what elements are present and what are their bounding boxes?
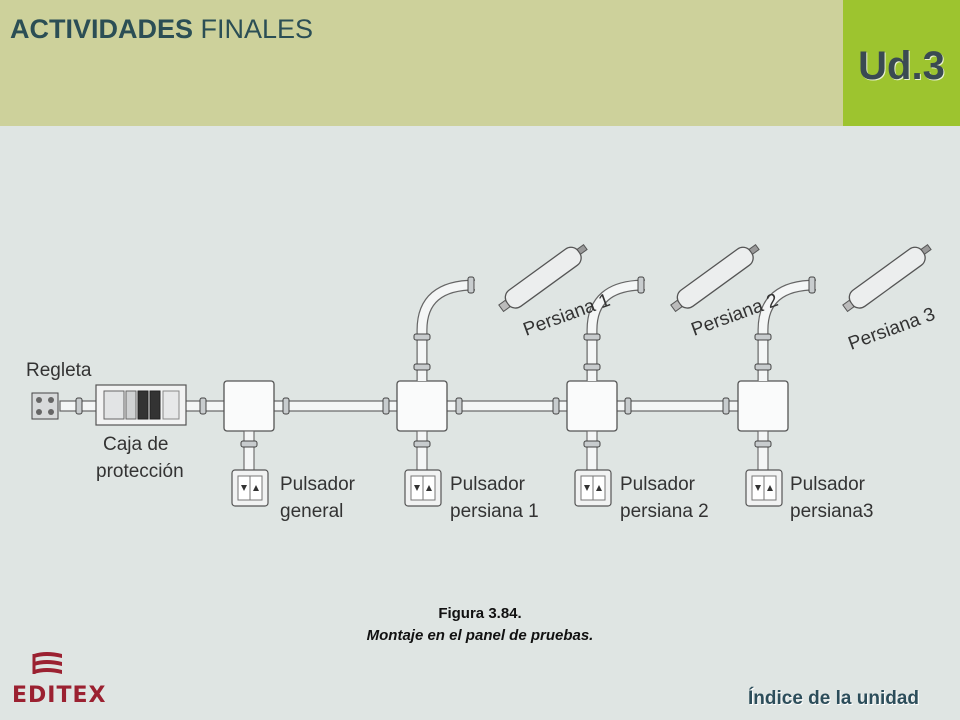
pulsador-persiana-2	[574, 469, 612, 507]
label-pulsador-p3-2: persiana3	[790, 501, 873, 522]
pulsador-drops	[243, 430, 769, 472]
caja-proteccion	[95, 384, 187, 426]
title-bold: ACTIVIDADES	[10, 14, 194, 44]
label-pulsador-p1-1: Pulsador	[450, 474, 526, 495]
motor-persiana-2	[670, 243, 760, 313]
pulsador-persiana-3	[745, 469, 783, 507]
figure-number: Figura 3.84.	[438, 605, 522, 622]
label-caja-line1: Caja de	[103, 434, 169, 455]
label-pulsador-p2-2: persiana 2	[620, 501, 709, 522]
riser-clamps	[413, 276, 816, 371]
regleta	[31, 392, 59, 420]
label-pulsador-p2-1: Pulsador	[620, 474, 696, 495]
pulsador-general	[231, 469, 269, 507]
label-pulsador-general-2: general	[280, 501, 343, 522]
figure-description: Montaje en el panel de pruebas.	[366, 627, 594, 644]
drop-clamps	[240, 440, 772, 448]
motor-persiana-3	[842, 243, 932, 313]
label-caja-line2: protección	[96, 461, 184, 482]
label-pulsador-p1-2: persiana 1	[450, 501, 539, 522]
pulsador-persiana-1	[404, 469, 442, 507]
unit-label: Ud.3	[858, 44, 945, 88]
wiring-diagram: Regleta Caja de protección Pulsador gene…	[26, 243, 939, 522]
index-link[interactable]: Índice de la unidad	[748, 688, 920, 709]
label-pulsador-p3-1: Pulsador	[790, 474, 866, 495]
curved-conduits-fill	[417, 280, 817, 381]
editex-books-icon	[32, 652, 62, 674]
title-light: FINALES	[200, 14, 314, 44]
editex-logo-text: EDITEX	[12, 683, 107, 708]
page-title: ACTIVIDADES FINALES	[10, 14, 313, 45]
junction-box-3	[737, 380, 789, 432]
header-bar: ACTIVIDADES FINALES	[0, 0, 843, 126]
unit-badge: Ud.3	[843, 0, 960, 126]
conduit-clamps	[75, 397, 730, 415]
motor-persiana-1	[498, 243, 588, 313]
label-persiana-3: Persiana 3	[846, 304, 939, 355]
label-pulsador-general-1: Pulsador	[280, 474, 356, 495]
junction-box-general	[223, 380, 275, 432]
junction-box-1	[396, 380, 448, 432]
label-regleta: Regleta	[26, 360, 92, 381]
junction-box-2	[566, 380, 618, 432]
figure-caption: Figura 3.84. Montaje en el panel de prue…	[200, 603, 760, 647]
